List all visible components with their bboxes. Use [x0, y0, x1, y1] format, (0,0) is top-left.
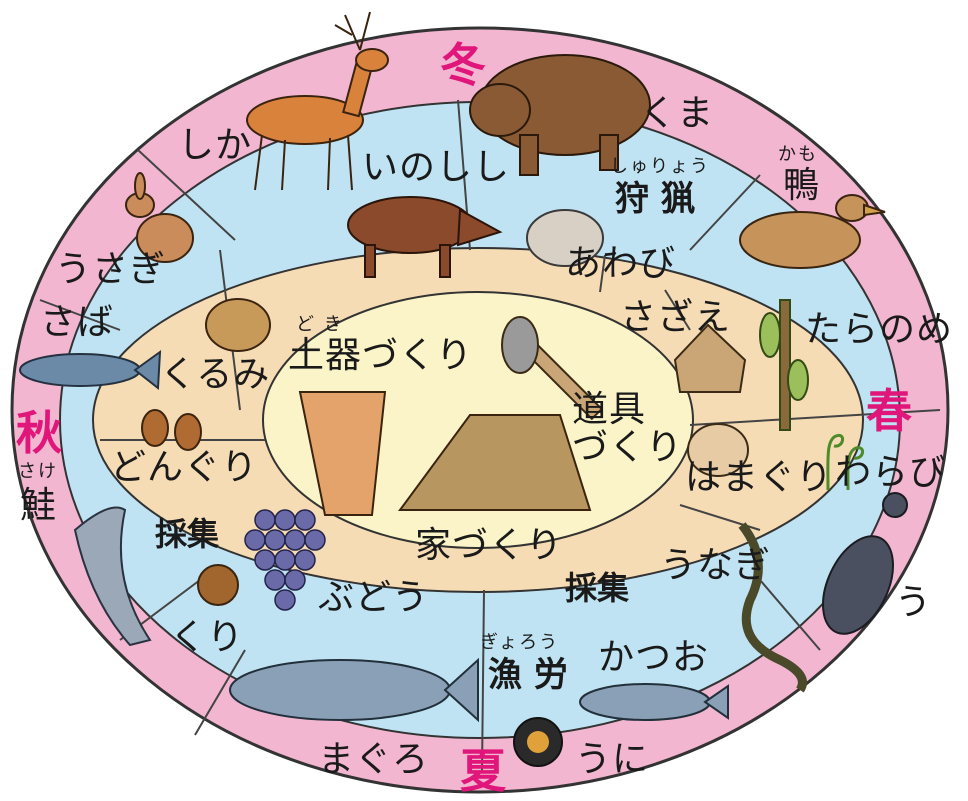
- abalone-icon: [526, 209, 604, 267]
- category-gathering-left: 採集: [155, 515, 220, 553]
- label-kamo: 鴨: [783, 165, 821, 206]
- category-hunting: 狩 猟: [615, 179, 695, 219]
- label-budou: ぶどう: [318, 577, 430, 618]
- acorn-icon: [141, 409, 202, 451]
- bear-icon: [469, 54, 651, 176]
- label-awabi: あわび: [565, 243, 677, 284]
- mackerel-icon: [19, 349, 162, 390]
- fishing-reading: ぎょろう: [480, 632, 560, 653]
- hunting-reading: しゅりょう: [610, 156, 710, 177]
- cormorant-icon: [822, 492, 908, 635]
- label-tools-line1: 道具: [572, 389, 647, 430]
- label-kurumi: くるみ: [160, 354, 271, 395]
- season-autumn: 秋: [16, 406, 62, 460]
- jomon-pot-icon: [298, 391, 387, 516]
- label-uni: うに: [575, 739, 650, 780]
- grapes-icon: [244, 509, 326, 611]
- category-gathering-right: 採集: [565, 569, 630, 607]
- season-summer: 夏: [460, 744, 506, 798]
- category-fishing: 漁 労: [488, 655, 568, 695]
- season-spring: 春: [866, 384, 912, 438]
- fern-icon: [826, 433, 864, 491]
- label-u: う: [895, 582, 933, 623]
- label-usagi: うさぎ: [55, 249, 167, 290]
- label-sake: 鮭: [20, 485, 58, 526]
- tuna-icon: [229, 657, 479, 723]
- turban-shell-icon: [673, 323, 747, 393]
- label-donguri: どんぐり: [110, 447, 259, 488]
- clam-icon: [687, 423, 749, 477]
- rabbit-icon: [125, 172, 194, 263]
- deer-icon: [246, 11, 389, 191]
- chestnut-icon: [197, 564, 239, 606]
- label-kuma: くま: [640, 93, 715, 134]
- label-saba: さば: [40, 302, 115, 343]
- eel-icon: [738, 522, 807, 693]
- label-hamaguri: はまぐり: [685, 457, 834, 498]
- duck-icon: [739, 194, 886, 269]
- aralia-sprout-icon: [759, 299, 809, 431]
- pottery-reading: ど き: [296, 314, 344, 335]
- label-kuri: くり: [170, 617, 245, 658]
- pit-house-icon: [398, 414, 592, 511]
- sake-reading: さけ: [18, 461, 58, 482]
- sea-urchin-icon: [513, 717, 563, 767]
- label-house-building: 家づくり: [415, 525, 564, 566]
- boar-icon: [347, 196, 503, 278]
- label-inoshishi: いのしし: [362, 147, 511, 188]
- label-unagi: うなぎ: [660, 545, 772, 586]
- label-taranome: たらのめ: [805, 309, 954, 350]
- label-maguro: まぐろ: [318, 739, 430, 780]
- label-shika: しか: [178, 125, 253, 166]
- label-pottery-making: 土器づくり: [288, 335, 474, 376]
- label-tools-line2: づくり: [572, 427, 684, 468]
- label-warabi: わらび: [835, 452, 947, 493]
- skipjack-icon: [579, 683, 729, 721]
- stone-axe-icon: [501, 316, 604, 421]
- kamo-reading: かも: [778, 144, 818, 165]
- label-sazae: さざえ: [620, 297, 732, 338]
- salmon-icon: [73, 506, 152, 647]
- walnut-icon: [205, 298, 271, 352]
- label-katsuo: かつお: [598, 637, 710, 678]
- season-winter: 冬: [440, 38, 486, 92]
